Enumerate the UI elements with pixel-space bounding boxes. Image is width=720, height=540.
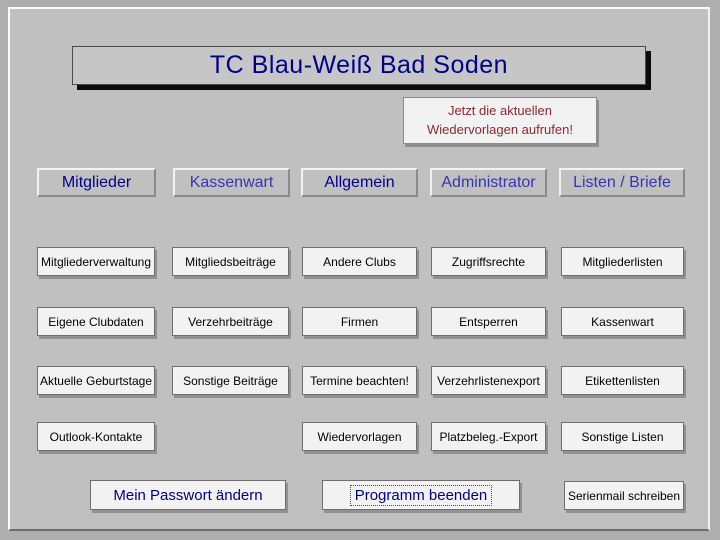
category-header-listen-briefe: Listen / Briefe [559,168,685,197]
sonstige-listen-button[interactable]: Sonstige Listen [561,422,684,451]
entsperren-button[interactable]: Entsperren [431,307,546,336]
mitgliedsbeitraege-button[interactable]: Mitgliedsbeiträge [172,247,289,276]
aktuelle-geburtstage-button[interactable]: Aktuelle Geburtstage [37,366,155,395]
category-label: Listen / Briefe [573,173,671,191]
club-title-banner: TC Blau-Weiß Bad Soden [72,46,646,85]
eigene-clubdaten-button[interactable]: Eigene Clubdaten [37,307,155,336]
category-label: Mitglieder [61,173,132,191]
category-label: Kassenwart [189,173,274,191]
club-title-text: TC Blau-Weiß Bad Soden [209,51,509,79]
outlook-kontakte-button[interactable]: Outlook-Kontakte [37,422,155,451]
mitgliederverwaltung-button[interactable]: Mitgliederverwaltung [37,247,155,276]
firmen-button[interactable]: Firmen [302,307,417,336]
change-password-button[interactable]: Mein Passwort ändern [90,480,286,510]
andere-clubs-button[interactable]: Andere Clubs [302,247,417,276]
mitgliederlisten-button[interactable]: Mitgliederlisten [561,247,684,276]
verzehrbeitraege-button[interactable]: Verzehrbeiträge [172,307,289,336]
category-header-administrator: Administrator [430,168,547,197]
exit-program-button[interactable]: Programm beenden [322,480,520,510]
zugriffsrechte-button[interactable]: Zugriffsrechte [431,247,546,276]
etikettenlisten-button[interactable]: Etikettenlisten [561,366,684,395]
category-label: Administrator [441,173,536,191]
sonstige-beitraege-button[interactable]: Sonstige Beiträge [172,366,289,395]
category-header-allgemein: Allgemein [301,168,418,197]
reminder-line2: Wiedervorlagen aufrufen! [427,121,573,137]
kassenwart-button[interactable]: Kassenwart [561,307,684,336]
category-label: Allgemein [324,173,395,191]
category-header-mitglieder: Mitglieder [37,168,156,197]
exit-program-label: Programm beenden [349,484,493,506]
verzehrlistenexport-button[interactable]: Verzehrlistenexport [431,366,546,395]
wiedervorlagen-button[interactable]: Wiedervorlagen [302,422,417,451]
serial-mail-button[interactable]: Serienmail schreiben [564,481,684,510]
termine-beachten-button[interactable]: Termine beachten! [302,366,417,395]
reminder-wiedervorlagen-button[interactable]: Jetzt die aktuellen Wiedervorlagen aufru… [403,97,597,144]
platzbeleg-export-button[interactable]: Platzbeleg.-Export [431,422,546,451]
category-header-kassenwart: Kassenwart [173,168,290,197]
reminder-line1: Jetzt die aktuellen [447,102,553,118]
